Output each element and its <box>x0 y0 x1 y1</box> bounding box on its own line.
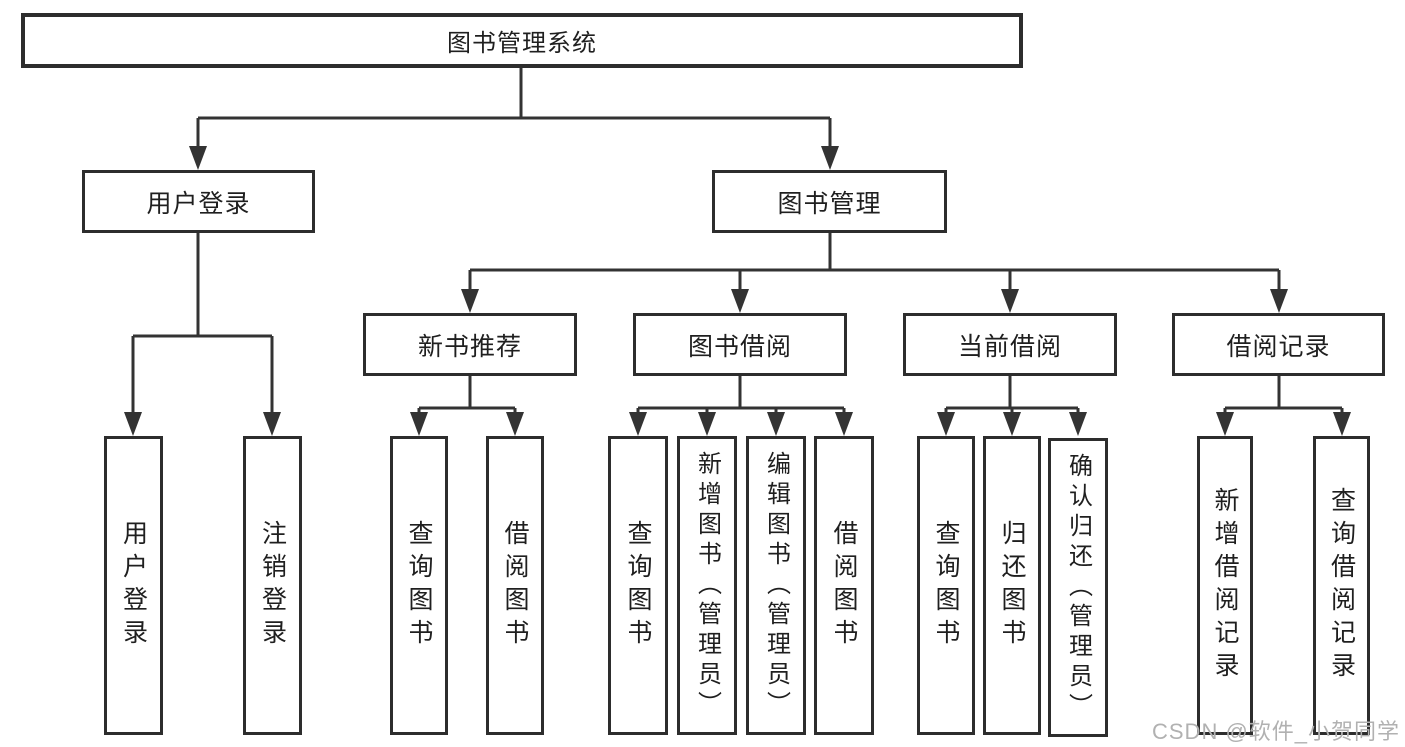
leaf-add-borrow-record: 新增借阅记录 <box>1197 436 1253 735</box>
node-new-book-recommend: 新书推荐 <box>363 313 577 376</box>
leaf-label: 注销登录 <box>258 519 287 652</box>
leaf-query-borrow-record: 查询借阅记录 <box>1313 436 1370 735</box>
leaf-borrow-books-1: 借阅图书 <box>486 436 544 735</box>
connector-book-management-children <box>468 233 1281 291</box>
leaf-label: 新增图书（管理员） <box>693 450 721 721</box>
leaf-label: 新增借阅记录 <box>1211 486 1239 685</box>
leaf-user-login: 用户登录 <box>104 436 163 735</box>
node-book-borrow: 图书借阅 <box>633 313 847 376</box>
leaf-label: 归还图书 <box>998 519 1026 652</box>
leaf-query-books-2: 查询图书 <box>608 436 668 735</box>
leaf-return-book: 归还图书 <box>983 436 1041 735</box>
leaf-label: 借阅图书 <box>501 519 529 652</box>
leaf-borrow-books-2: 借阅图书 <box>814 436 874 735</box>
connector-borrow-record-children <box>1223 376 1344 414</box>
node-book-management: 图书管理 <box>712 170 947 233</box>
leaf-label: 编辑图书（管理员） <box>762 450 790 721</box>
connector-book-borrow-children <box>636 376 846 414</box>
csdn-watermark: CSDN @软件_小贺同学 <box>1152 719 1401 744</box>
leaf-label: 查询图书 <box>405 519 433 652</box>
connector-new-book-children <box>417 376 517 414</box>
leaf-query-books-1: 查询图书 <box>390 436 448 735</box>
leaf-logout: 注销登录 <box>243 436 302 735</box>
connector-current-borrow-children <box>944 376 1080 414</box>
node-library-management-system: 图书管理系统 <box>21 13 1023 68</box>
node-user-login: 用户登录 <box>82 170 315 233</box>
arrowheads <box>124 146 1351 436</box>
leaf-add-book-admin: 新增图书（管理员） <box>677 436 737 735</box>
connector-root-to-level2 <box>196 68 832 148</box>
leaf-label: 借阅图书 <box>830 519 858 652</box>
leaf-label: 查询图书 <box>932 519 960 652</box>
leaf-label: 用户登录 <box>119 519 148 652</box>
leaf-label: 查询图书 <box>624 519 652 652</box>
leaf-label: 查询借阅记录 <box>1327 486 1356 685</box>
node-current-borrow: 当前借阅 <box>903 313 1117 376</box>
leaf-query-books-3: 查询图书 <box>917 436 975 735</box>
node-borrow-record: 借阅记录 <box>1172 313 1385 376</box>
connector-user-login-children <box>131 233 274 414</box>
leaf-confirm-return-admin: 确认归还（管理员） <box>1048 438 1108 737</box>
leaf-label: 确认归还（管理员） <box>1064 452 1092 723</box>
leaf-edit-book-admin: 编辑图书（管理员） <box>746 436 806 735</box>
